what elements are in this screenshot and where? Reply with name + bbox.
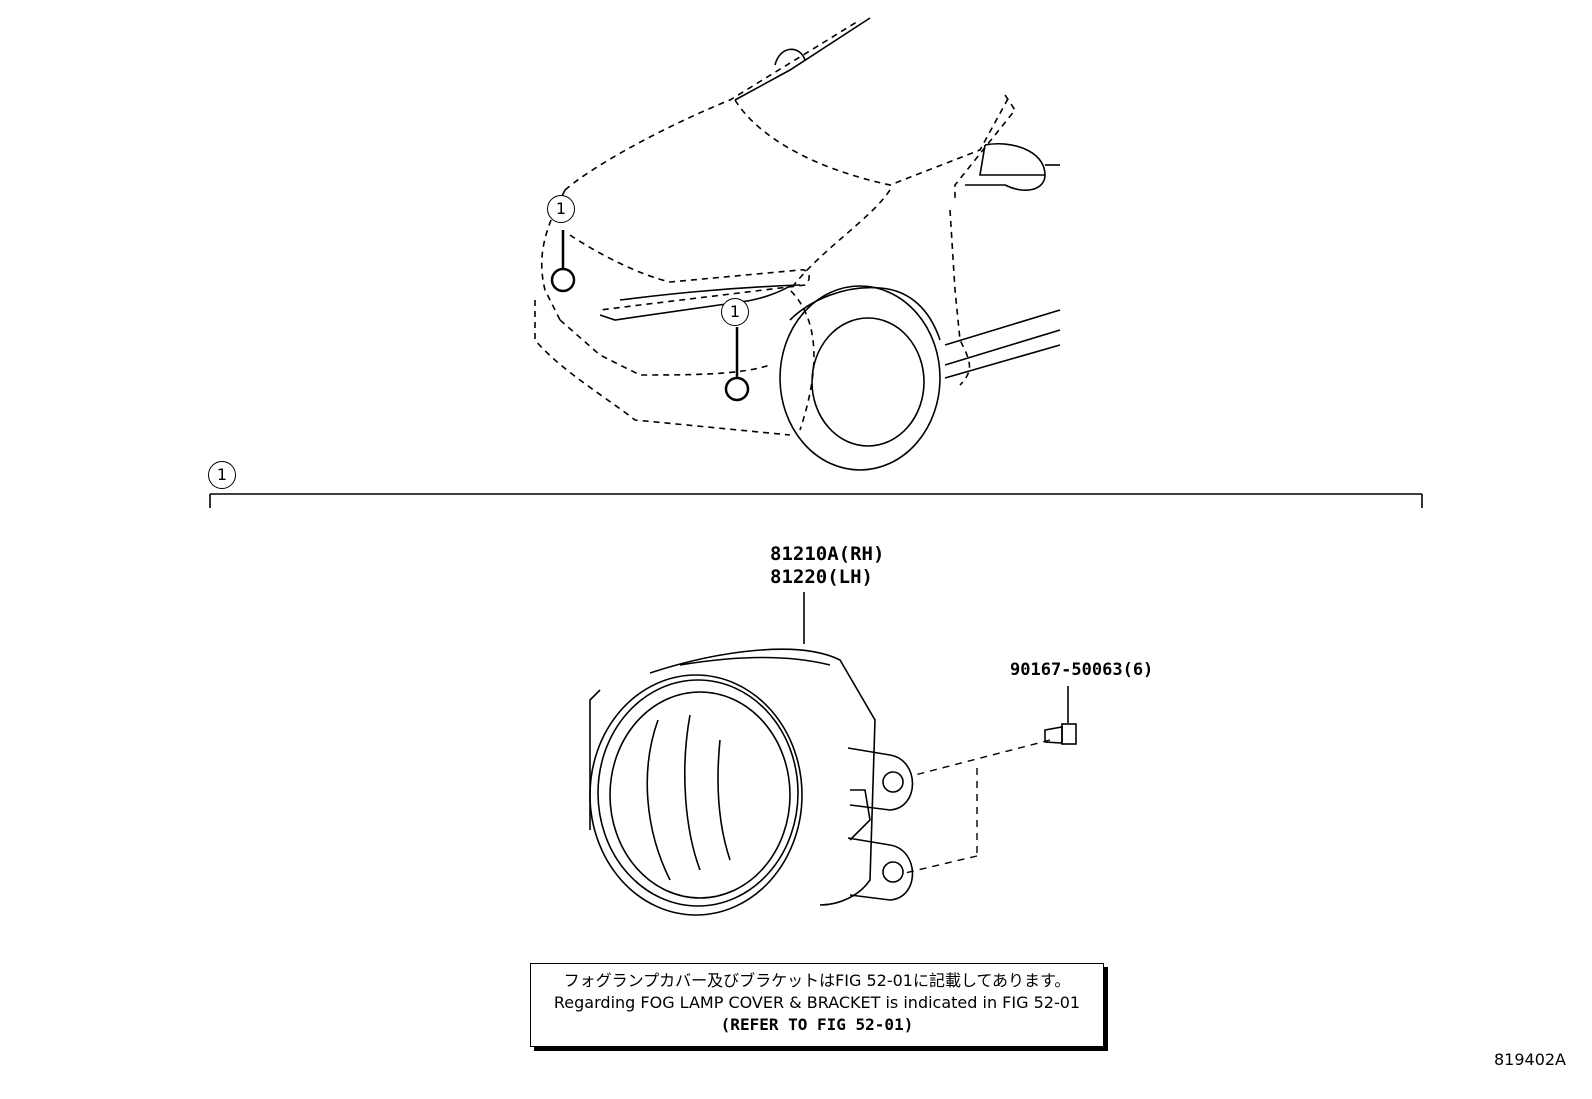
part-number-screw: 90167-50063(6) xyxy=(1010,660,1154,680)
callout-number: 1 xyxy=(721,298,749,326)
callout-number: 1 xyxy=(208,461,236,489)
callout-markers xyxy=(550,230,750,402)
part-number-fog-lamp-lh: 81220(LH) xyxy=(770,566,873,588)
fog-lamp-illustration xyxy=(589,592,914,916)
note-english: Regarding FOG LAMP COVER & BRACKET is in… xyxy=(553,993,1081,1012)
note-box: フォグランプカバー及びブラケットはFIG 52-01に記載してあります。 Reg… xyxy=(530,963,1104,1047)
part-number-fog-lamp-rh: 81210A(RH) xyxy=(770,543,885,565)
car-front-outline xyxy=(534,17,1061,471)
note-japanese: フォグランプカバー及びブラケットはFIG 52-01に記載してあります。 xyxy=(563,971,1071,990)
note-reference: (REFER TO FIG 52-01) xyxy=(720,1015,914,1034)
figure-id: 819402A xyxy=(1493,1050,1566,1069)
screw-illustration xyxy=(1044,686,1077,745)
install-leader-lines xyxy=(904,739,1051,874)
callout-number: 1 xyxy=(547,195,575,223)
section-bracket xyxy=(209,493,1423,508)
